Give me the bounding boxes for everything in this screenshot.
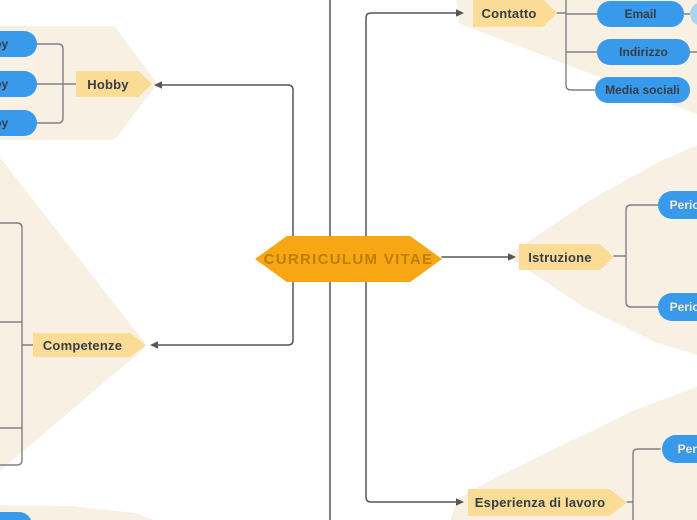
hobby-branch-blob xyxy=(0,26,156,140)
connector-center-to-contatto xyxy=(365,12,458,238)
competenze-branch-blob xyxy=(0,157,145,471)
topic-periodo-esperienza[interactable]: Periodo xyxy=(662,435,697,463)
topic-periodo-istruzione-2[interactable]: Periodo xyxy=(658,293,697,321)
esperienza-children-bracket xyxy=(626,448,661,520)
istruzione-children-bracket xyxy=(613,204,659,308)
branch-competenze[interactable]: Competenze xyxy=(33,333,146,357)
topic-email[interactable]: Email xyxy=(597,1,684,27)
topic-indirizzo[interactable]: Indirizzo xyxy=(597,39,690,65)
istruzione-branch-blob xyxy=(511,145,697,355)
branch-esperienza-di-lavoro[interactable]: Esperienza di lavoro xyxy=(468,489,627,516)
connector-center-to-hobby xyxy=(159,84,294,238)
topic-media-sociali[interactable]: Media sociali xyxy=(595,77,690,103)
contatto-children-bracket xyxy=(556,0,598,91)
connector-center-to-esperienza xyxy=(365,281,458,503)
hobby-children-bracket xyxy=(36,43,77,124)
arrowhead-competenze xyxy=(150,341,158,349)
topic-hobby-child-1[interactable]: Hobby xyxy=(0,31,37,57)
competenze-children-bracket xyxy=(0,222,34,466)
branch-hobby[interactable]: Hobby xyxy=(76,71,152,97)
arrowhead-istruzione xyxy=(508,253,516,261)
central-topic[interactable]: CURRICULUM VITAE xyxy=(255,236,442,282)
topic-hobby-child-3[interactable]: Hobby xyxy=(0,110,37,136)
arrowhead-contatto xyxy=(456,9,464,17)
subtopic-email-child[interactable] xyxy=(690,2,697,26)
topic-periodo-istruzione-1[interactable]: Periodo xyxy=(658,191,697,219)
bottom-left-branch-blob xyxy=(0,505,155,520)
arrowhead-esperienza xyxy=(456,498,464,506)
arrowhead-hobby xyxy=(154,81,162,89)
branch-istruzione[interactable]: Istruzione xyxy=(519,244,614,270)
branch-contatto[interactable]: Contatto xyxy=(473,0,557,27)
topic-hobby-child-2[interactable]: Hobby xyxy=(0,71,37,97)
connector-center-to-competenze xyxy=(156,281,294,346)
topic-bottom-left-partial[interactable] xyxy=(0,512,32,520)
